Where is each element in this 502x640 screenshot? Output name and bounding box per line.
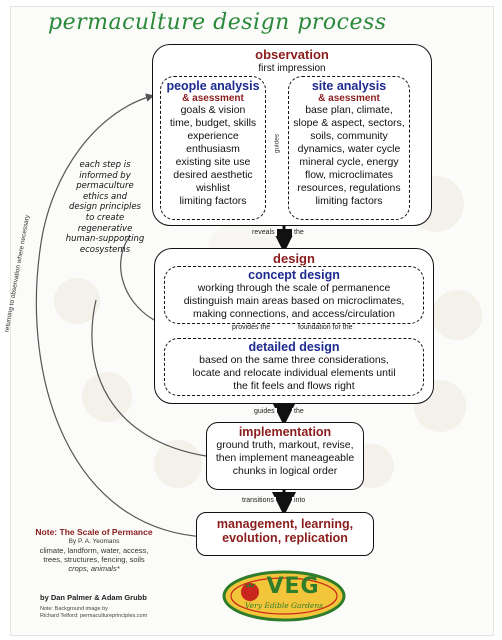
list-item: wishlist (196, 182, 230, 194)
note-line: crops, animals* (68, 564, 120, 573)
feedback-loop-impl (91, 299, 207, 457)
veg-logo-script: Very Edible Gardens (244, 601, 324, 610)
detailed-design-box: detailed design based on the same three … (164, 338, 424, 396)
reveals-label-the: the (292, 229, 306, 236)
people-analysis-heading: people analysis (166, 79, 260, 93)
concept-design-line: making connections, and access/circulati… (193, 308, 395, 320)
veg-logo: VEG Very Edible Gardens (222, 570, 346, 622)
implementation-line: chunks in logical order (232, 465, 338, 477)
list-item: goals & vision (180, 104, 246, 116)
list-item: dynamics, water cycle (297, 143, 401, 155)
scale-of-permanence-note: Note: The Scale of Permance By P. A. Yeo… (24, 527, 164, 573)
provides-label: provides the (230, 324, 273, 331)
list-item: enthusiasm (186, 143, 240, 155)
detailed-design-line: locate and relocate individual elements … (192, 367, 396, 379)
side-note-line: permaculture (76, 181, 134, 192)
credit-line: Note: Background image by (40, 606, 108, 612)
flower-icon (82, 372, 132, 422)
implementation-box: implementation ground truth, markout, re… (206, 422, 364, 490)
side-note-line: informed by (79, 170, 131, 181)
concept-design-box: concept design working through the scale… (164, 266, 424, 324)
page-title: permaculture design process (48, 10, 387, 35)
side-note-line: human-supporting (65, 234, 145, 245)
list-item: experience (187, 130, 239, 142)
list-item: time, budget, skills (169, 117, 257, 129)
side-note-line: each step is (79, 160, 131, 170)
beetroot-icon (432, 290, 482, 340)
design-heading: design (273, 251, 315, 266)
guides-small-label: guides (273, 133, 281, 154)
side-note-line: to create (85, 212, 125, 223)
side-note-line: ecosystems (79, 244, 131, 255)
list-item: desired aesthetic (173, 169, 253, 181)
implementation-line: ground truth, markout, revise, (216, 439, 354, 451)
implementation-heading: implementation (238, 425, 332, 439)
credit-line: Richard Telford: permacultureprinciples.… (40, 613, 148, 619)
veg-logo-graphic (222, 570, 346, 622)
note-byline: By P. A. Yeomans (68, 538, 120, 545)
transitions-label: transitions (240, 497, 276, 504)
detailed-design-line: the fit feels and flows right (233, 380, 355, 392)
side-note-line: regenerative (77, 223, 133, 234)
list-item: existing site use (175, 156, 251, 168)
detailed-design-heading: detailed design (248, 340, 340, 354)
implementation-line: then implement maneageable (215, 452, 355, 464)
site-analysis-heading: site analysis (311, 79, 387, 93)
list-item: slope & aspect, sectors, (293, 117, 405, 129)
note-line: climate, landform, water, access, (39, 546, 149, 555)
side-note-line: design principles (69, 202, 141, 213)
list-item: flow, microclimates (304, 169, 394, 181)
management-line: management, learning, (216, 517, 354, 531)
site-analysis-sub: & asessment (318, 93, 380, 104)
list-item: mineral cycle, energy (299, 156, 399, 168)
reveals-label: reveals (250, 229, 277, 236)
feedback-loop-design (120, 235, 155, 321)
concept-design-line: distinguish main areas based on microcli… (183, 295, 405, 307)
background-credit: Note: Background image by Richard Telfor… (40, 606, 147, 620)
feedback-loop-outer (35, 93, 207, 538)
list-item: limiting factors (315, 195, 383, 207)
management-line: evolution, replication (222, 531, 348, 545)
site-analysis-list: base plan, climate, slope & aspect, sect… (289, 104, 409, 208)
side-note-line: ethics and (82, 191, 128, 202)
management-box: management, learning, evolution, replica… (196, 512, 374, 556)
list-item: base plan, climate, (305, 104, 393, 116)
people-analysis-sub: & asessment (182, 93, 244, 104)
veg-logo-text: VEG (266, 574, 320, 599)
list-item: limiting factors (179, 195, 247, 207)
guides-label-the: the (292, 408, 306, 415)
people-analysis-box: people analysis & asessment goals & visi… (160, 76, 266, 220)
spider-web-icon (154, 440, 202, 488)
foundation-label: foundation for the (296, 324, 355, 331)
concept-design-line: working through the scale of permanence (197, 282, 391, 294)
list-item: resources, regulations (297, 182, 401, 194)
note-line: trees, structures, fencing, soils (43, 555, 145, 564)
transitions-label-into: into (292, 497, 308, 504)
note-title: Note: The Scale of Permance (35, 527, 153, 537)
authors-credit: by Dan Palmer & Adam Grubb (40, 593, 147, 602)
observation-heading: observation (255, 47, 329, 62)
concept-design-heading: concept design (248, 268, 340, 282)
guides-label: guides (252, 408, 277, 415)
list-item: soils, community (310, 130, 388, 142)
side-note: each step is informed by permaculture et… (50, 160, 160, 255)
observation-sub: first impression (258, 63, 326, 74)
people-analysis-list: goals & vision time, budget, skills expe… (161, 104, 265, 208)
detailed-design-line: based on the same three considerations, (199, 354, 389, 366)
snail-icon (54, 278, 100, 324)
site-analysis-box: site analysis & asessment base plan, cli… (288, 76, 410, 220)
